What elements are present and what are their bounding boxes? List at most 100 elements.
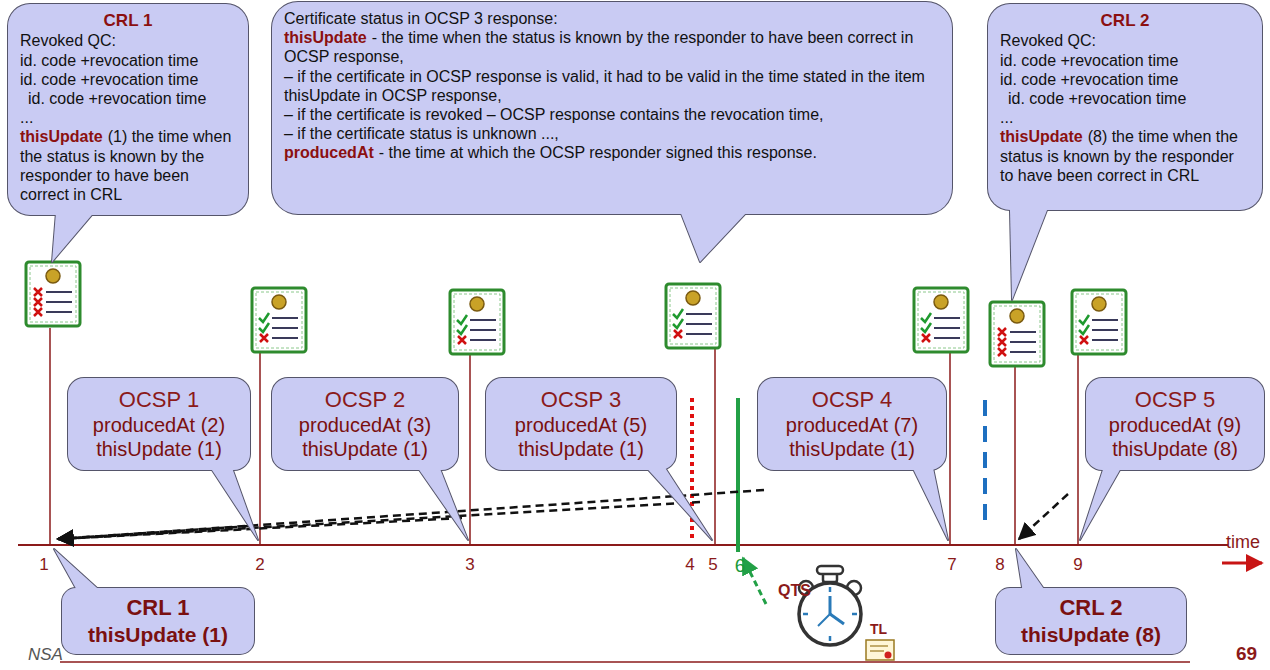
reference-arrows (58, 490, 1068, 539)
ocsp-icon (666, 284, 720, 348)
time-point-number: 5 (708, 556, 717, 575)
callout-fill (62, 588, 254, 654)
icon-seal (272, 295, 286, 309)
revoked-mark (922, 334, 930, 342)
callout-outline (758, 378, 946, 470)
callout-text: id. code +revocation time (1000, 51, 1250, 70)
time-tick (49, 328, 51, 545)
callout-text: thisUpdate (1) (68, 622, 248, 647)
icon-line (1010, 341, 1036, 343)
icon-frame (994, 306, 1040, 362)
callout-text: thisUpdate (1) (278, 437, 452, 461)
callout-title: OCSP 5 (1092, 387, 1258, 413)
callout-text: id. code +revocation time (20, 70, 236, 89)
revoked-mark (1080, 336, 1088, 344)
icon-line (686, 333, 712, 335)
icon-line (934, 327, 960, 329)
stopwatch-button (817, 566, 843, 574)
time-tick (1077, 354, 1079, 545)
callout-title: OCSP 4 (764, 387, 940, 413)
callout-text: Revoked QC: (1000, 31, 1250, 50)
valid-mark (921, 323, 931, 332)
icon-seal (1092, 297, 1106, 311)
icon-line (686, 313, 712, 315)
time-arrow (1222, 562, 1262, 565)
icon-frame (30, 266, 76, 322)
valid-mark (673, 319, 683, 328)
callout-text: producedAt (3) (278, 413, 452, 437)
stopwatch-hand (818, 614, 830, 626)
callout-text: – if the certificate is revoked – OCSP r… (284, 105, 940, 124)
icon-seal (470, 297, 484, 311)
time-point-number: 9 (1073, 556, 1082, 575)
crl-icon (990, 302, 1044, 366)
icon-frame (256, 292, 302, 348)
icon-line (272, 317, 298, 319)
callout-outline (272, 2, 952, 214)
callout-tail-outline (210, 467, 258, 540)
callout-text: ... (1000, 108, 1250, 127)
tl-certificate-icon (866, 640, 894, 660)
certificate-icons (26, 262, 1126, 366)
callout-box: CRL 1thisUpdate (1) (62, 588, 254, 654)
revoked-mark (458, 336, 466, 344)
valid-mark (259, 313, 269, 322)
revoked-mark (674, 330, 682, 338)
callout-tail-outline (646, 467, 712, 540)
callout-tail-outline (1016, 549, 1045, 591)
callout-text: thisUpdate (8) (1002, 622, 1180, 647)
callout-text: producedAt (284, 144, 374, 161)
icon-frame (1076, 294, 1122, 350)
icon-frame (454, 294, 500, 350)
callout-fill (272, 2, 952, 214)
icon-paper (1072, 290, 1126, 354)
callout-content: OCSP 5producedAt (9)thisUpdate (8) (1086, 378, 1264, 467)
callout-title: OCSP 2 (278, 387, 452, 413)
callout-text: thisUpdate (1) (764, 437, 940, 461)
callout-tail (1080, 467, 1122, 540)
callout-fill (996, 588, 1186, 654)
tl-paper (866, 640, 894, 660)
callout-title: CRL 2 (1000, 11, 1250, 31)
callout-tail-outline (680, 211, 748, 262)
valid-mark (457, 325, 467, 334)
icon-seal (1010, 309, 1024, 323)
revoked-mark (260, 334, 268, 342)
icon-seal (686, 291, 700, 305)
callout-tail (54, 549, 100, 591)
icon-line (46, 301, 72, 303)
callout-fill (68, 378, 250, 470)
callout-fill (8, 4, 248, 215)
icon-line (46, 311, 72, 313)
qts-label: QTS (778, 582, 811, 600)
callout-text: thisUpdate (284, 29, 367, 46)
callout-text: Revoked QC: (20, 31, 236, 50)
callout-tail-outline (1080, 467, 1122, 540)
ocsp-icon (450, 290, 504, 354)
reference-arrow (58, 518, 462, 539)
callout-outline (68, 378, 250, 470)
callout-box: OCSP 5producedAt (9)thisUpdate (8) (1086, 378, 1264, 470)
callout-content: OCSP 3producedAt (5)thisUpdate (1) (486, 378, 676, 467)
valid-mark (1079, 325, 1089, 334)
callout-title: CRL 1 (20, 11, 236, 31)
callout-content: CRL 2Revoked QC:id. code +revocation tim… (988, 4, 1262, 193)
icon-line (470, 329, 496, 331)
time-point-number: 2 (255, 556, 264, 575)
callout-tail (417, 467, 468, 540)
reference-arrow (58, 490, 764, 539)
icon-frame (918, 292, 964, 348)
callout-text: ... (20, 108, 236, 127)
icon-line (934, 317, 960, 319)
callout-tail-outline (52, 212, 94, 262)
callout-tail (1016, 549, 1045, 591)
callout-outline (486, 378, 676, 470)
time-point-number: 3 (465, 556, 474, 575)
revoked-mark (998, 338, 1006, 346)
icon-line (1010, 331, 1036, 333)
callout-box: OCSP 1producedAt (2)thisUpdate (1) (68, 378, 250, 470)
time-point-number: 6 (735, 556, 746, 577)
callout-content: OCSP 1producedAt (2)thisUpdate (1) (68, 378, 250, 467)
icon-line (686, 323, 712, 325)
footer-line (60, 661, 1190, 663)
